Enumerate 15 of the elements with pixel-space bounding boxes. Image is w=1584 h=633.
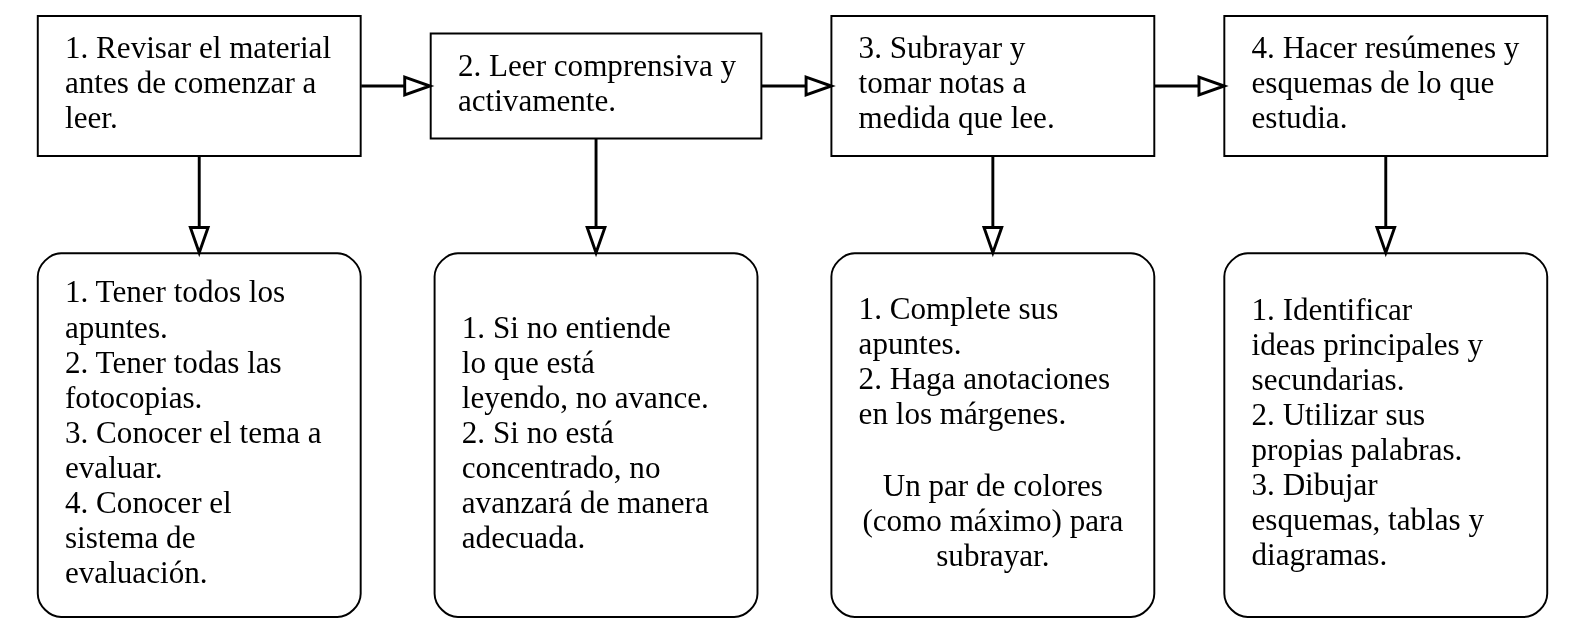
arrow: [584, 138, 607, 258]
arrow: [1374, 156, 1397, 258]
node-box: 1. Si no entiende lo que está leyendo, no avance. 2. Si no está concentrado, no avanzará de manera adecuada.: [433, 252, 758, 618]
node-box: 1. Identificar ideas principales y secundarias. 2. Utilizar sus propias palabras. 3. Dibujar esquemas, tablas y diagramas.: [1222, 252, 1548, 618]
node-box: 1. Tener todos los apuntes. 2. Tener todas las fotocopias. 3. Conocer el tema a evaluar. 4. Conocer el sistema de evaluación.: [36, 252, 362, 618]
arrow: [981, 156, 1004, 258]
node-box: 1. Revisar el material antes de comenzar a leer.: [36, 15, 362, 157]
arrow: [360, 75, 434, 97]
node-box: 4. Hacer resúmenes y esquemas de lo que estudia.: [1222, 15, 1548, 157]
arrow: [1154, 75, 1229, 97]
arrow: [187, 156, 210, 258]
node-box: 3. Subrayar y tomar notas a medida que lee.: [829, 15, 1155, 157]
node-box: 1. Complete sus apuntes. 2. Haga anotaciones en los márgenes. Un par de colores (como máximo) para subrayar.: [829, 252, 1155, 618]
node-box: 2. Leer comprensiva y activamente.: [429, 32, 762, 140]
arrow: [761, 75, 836, 97]
